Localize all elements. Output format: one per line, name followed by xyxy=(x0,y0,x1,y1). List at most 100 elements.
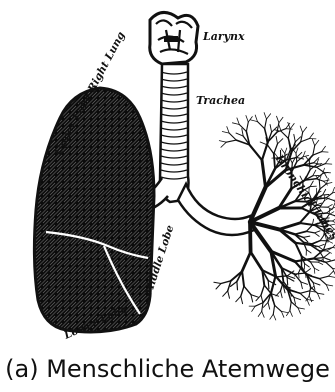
bronchial-branch xyxy=(246,122,248,132)
bronchial-branch xyxy=(270,314,274,319)
bronchial-branch xyxy=(294,297,301,299)
bronchial-branch xyxy=(301,133,303,142)
bronchial-branch xyxy=(242,252,251,271)
bronchial-branch xyxy=(251,295,253,302)
bronchial-branch xyxy=(241,286,244,296)
bronchial-branch xyxy=(222,132,229,134)
bronchial-branch xyxy=(228,291,230,298)
bronchial-branch xyxy=(244,286,251,294)
bronchial-branch xyxy=(326,183,332,184)
bronchial-branch xyxy=(313,283,320,285)
bronchial-branch xyxy=(250,145,262,160)
bronchial-branch xyxy=(314,268,319,270)
bronchial-branch xyxy=(216,284,221,290)
bronchial-branch xyxy=(287,277,288,285)
bronchial-branch xyxy=(281,131,288,138)
bronchial-branch xyxy=(309,133,313,139)
bronchial-branch xyxy=(318,244,324,246)
bronchial-branch xyxy=(315,233,320,237)
bronchial-branch xyxy=(255,303,263,307)
bronchial-branch xyxy=(333,187,335,193)
bronchial-branch xyxy=(314,268,315,273)
bronchial-branch xyxy=(258,122,265,129)
bronchial-branch xyxy=(251,120,258,122)
bronchial-branch xyxy=(276,276,287,277)
bronchial-branch xyxy=(309,161,310,169)
bronchial-branch xyxy=(223,291,228,296)
bronchial-branch xyxy=(300,293,307,299)
bronchial-branch xyxy=(261,285,264,295)
bronchial-branch xyxy=(264,285,271,293)
bronchial-branch xyxy=(298,308,301,314)
bronchial-branch xyxy=(258,311,262,316)
bronchial-branch xyxy=(242,271,244,286)
bronchial-branch xyxy=(306,231,314,233)
bronchial-branch xyxy=(274,144,278,154)
bronchial-branch xyxy=(300,126,302,133)
bronchial-branch xyxy=(295,231,307,234)
bronchial-branch xyxy=(263,302,268,307)
bronchial-branch xyxy=(305,269,311,274)
bronchial-branch xyxy=(252,306,256,311)
bronchial-branch xyxy=(270,125,272,133)
bronchial-branch xyxy=(326,262,333,268)
bronchial-branch xyxy=(320,234,325,241)
bronchial-branch xyxy=(278,139,283,144)
bronchial-branch xyxy=(300,291,309,293)
bronchial-branch xyxy=(325,158,329,163)
bronchial-branch xyxy=(298,308,305,309)
bronchial-branch xyxy=(306,250,311,253)
bronchial-branch xyxy=(267,145,273,154)
bronchial-branch xyxy=(237,282,238,290)
bronchial-branch xyxy=(319,276,328,278)
bronchial-branch xyxy=(318,247,323,250)
bronchial-branch xyxy=(251,252,263,270)
bronchial-branch xyxy=(295,137,300,142)
bronchial-branch xyxy=(268,302,270,309)
bronchial-branch xyxy=(297,152,302,157)
bronchial-branch xyxy=(303,237,307,242)
bronchial-branch xyxy=(255,115,257,122)
bronchial-branch xyxy=(279,223,300,229)
bronchial-branch xyxy=(294,297,296,304)
bronchial-branch xyxy=(324,241,327,250)
bronchial-branch xyxy=(294,134,296,142)
bronchial-branch xyxy=(242,129,243,137)
bronchial-branch xyxy=(317,293,320,299)
right-lung-shape xyxy=(34,88,154,332)
bronchial-branch xyxy=(250,222,251,252)
bronchial-branch xyxy=(303,236,309,237)
bronchial-branch xyxy=(306,225,312,231)
bronchial-branch xyxy=(239,125,246,132)
bronchial-branch xyxy=(315,231,321,233)
bronchial-branch xyxy=(236,296,241,302)
bronchial-branch xyxy=(273,314,276,320)
bronchial-branch xyxy=(323,189,326,195)
label-larynx: Larynx xyxy=(202,30,245,43)
bronchial-branch xyxy=(229,133,236,140)
bronchial-branch xyxy=(214,282,221,283)
bronchial-branch xyxy=(324,253,330,258)
bronchial-branch xyxy=(326,193,332,198)
bronchial-branch xyxy=(262,160,266,187)
bronchial-branch xyxy=(318,262,323,264)
larynx-shape xyxy=(150,12,198,64)
bronchial-branch xyxy=(256,295,261,301)
bronchial-branch xyxy=(219,141,226,143)
bronchial-branch xyxy=(221,281,231,284)
bronchial-branch xyxy=(328,205,333,208)
bronchial-branch xyxy=(313,146,315,156)
bronchial-branch xyxy=(295,243,301,256)
bronchial-branch xyxy=(290,311,293,317)
bronchial-branch xyxy=(276,136,277,143)
bronchial-branch xyxy=(326,285,329,291)
bronchial-branch xyxy=(262,303,263,312)
bronchial-branch xyxy=(285,148,287,154)
figure-caption: (a) Menschliche Atemwege xyxy=(0,352,335,386)
bronchial-branch xyxy=(326,178,328,184)
bronchial-branch xyxy=(329,212,334,215)
bronchial-branch xyxy=(305,264,310,267)
bronchial-branch xyxy=(307,299,310,305)
bronchial-branch xyxy=(264,113,266,120)
label-trachea: Trachea xyxy=(196,94,245,107)
